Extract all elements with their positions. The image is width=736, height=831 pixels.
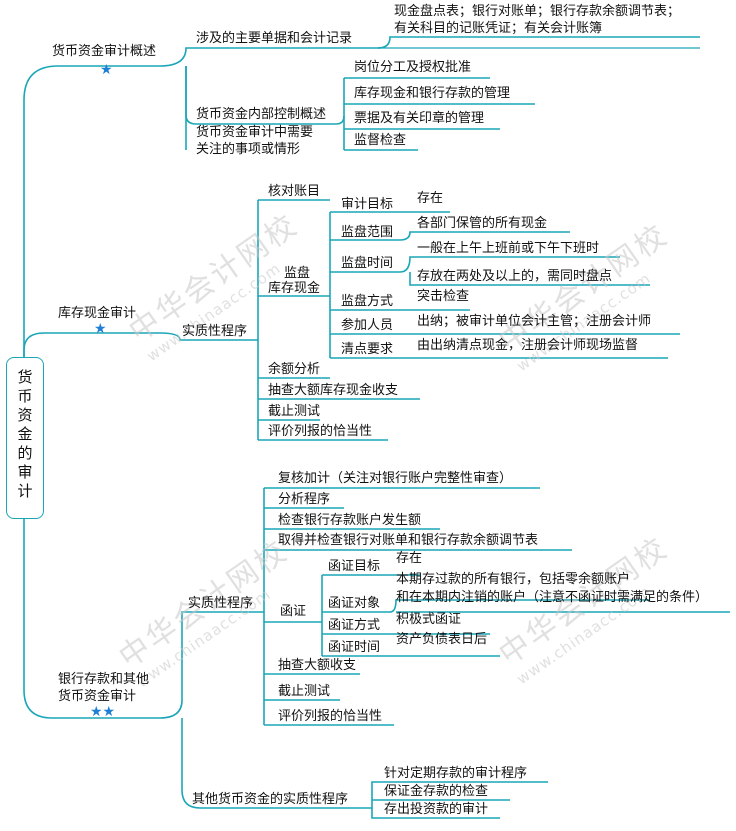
branch-bank-1: 银行存款和其他	[58, 672, 150, 687]
confirm-label: 函证时间	[328, 640, 381, 655]
node-confirm: 函证	[280, 604, 307, 619]
count-value: 一般在上午上班前或下午下班时	[417, 241, 600, 256]
bank-item: 评价列报的恰当性	[278, 709, 383, 724]
node-internal-control: 货币资金内部控制概述	[196, 107, 327, 122]
bank-item: 分析程序	[278, 492, 331, 507]
count-label: 参加人员	[341, 318, 394, 333]
node-documents: 涉及的主要单据和会计记录	[196, 31, 353, 46]
node-other-monetary: 其他货币资金的实质性程序	[192, 792, 349, 807]
star-icon: ★★	[90, 704, 116, 720]
node-check-books: 核对账目	[268, 184, 321, 199]
bank-item: 截止测试	[278, 684, 331, 699]
other-item: 存出投资款的审计	[384, 802, 489, 817]
other-item: 保证金存款的检查	[384, 784, 489, 799]
cash-other-item: 抽查大额库存现金收支	[268, 383, 399, 398]
cash-other-item: 评价列报的恰当性	[268, 424, 373, 439]
node-count-2: 库存现金	[268, 281, 321, 296]
internal-item: 监督检查	[354, 133, 407, 148]
node-substantive: 实质性程序	[182, 324, 248, 339]
bank-item: 抽查大额收支	[278, 658, 357, 673]
count-value: 存在	[417, 191, 444, 206]
node-count-1: 监盘	[284, 266, 311, 281]
count-value: 各部门保管的所有现金	[417, 216, 548, 231]
confirm-label: 函证目标	[328, 559, 381, 574]
count-value: 出纳；被审计单位会计主管；注册会计师	[417, 314, 652, 329]
confirm-value: 存在	[396, 551, 423, 566]
node-documents-detail-1: 现金盘点表；银行对账单；银行存款余额调节表；	[394, 4, 681, 19]
root-node: 货币资金的审计	[6, 357, 44, 519]
node-documents-detail-2: 有关科目的记账凭证；有关会计账簿	[394, 21, 603, 36]
count-label: 清点要求	[341, 342, 394, 357]
count-label: 监盘范围	[341, 225, 394, 240]
count-label: 监盘时间	[341, 256, 394, 271]
branch-cash: 库存现金审计	[58, 306, 137, 321]
bank-item: 检查银行存款账户发生额	[278, 513, 422, 528]
internal-item: 岗位分工及授权批准	[354, 60, 472, 75]
cash-other-item: 余额分析	[268, 362, 321, 377]
confirm-label: 函证对象	[328, 596, 381, 611]
node-concern-2: 关注的事项或情形	[196, 142, 301, 157]
star-icon: ★	[100, 62, 113, 78]
count-value: 突击检查	[417, 289, 470, 304]
confirm-value: 积极式函证	[396, 612, 462, 627]
bank-item: 取得并检查银行对账单和银行存款余额调节表	[278, 533, 539, 548]
branch-overview: 货币资金审计概述	[52, 44, 157, 59]
confirm-label: 函证方式	[328, 618, 381, 633]
branch-bank-2: 货币资金审计	[58, 689, 137, 704]
count-label: 审计目标	[341, 197, 394, 212]
confirm-value: 本期存过款的所有银行，包括零余额账户	[396, 572, 631, 587]
cash-other-item: 截止测试	[268, 404, 321, 419]
bank-item: 复核加计（关注对银行账户完整性审查）	[278, 471, 513, 486]
star-icon: ★	[94, 321, 107, 337]
root-label: 货币资金的审计	[17, 368, 33, 500]
confirm-value: 资产负债表日后	[396, 632, 488, 647]
node-concern-1: 货币资金审计中需要	[196, 125, 314, 140]
count-label: 监盘方式	[341, 294, 394, 309]
count-value: 存放在两处及以上的，需同时盘点	[417, 269, 613, 284]
count-value: 由出纳清点现金，注册会计师现场监督	[417, 338, 639, 353]
other-item: 针对定期存款的审计程序	[384, 766, 528, 781]
node-substantive-bank: 实质性程序	[188, 596, 254, 611]
confirm-value: 和在本期内注销的账户（注意不函证时需满足的条件）	[396, 590, 709, 605]
internal-item: 库存现金和银行存款的管理	[354, 86, 511, 101]
internal-item: 票据及有关印章的管理	[354, 111, 485, 126]
